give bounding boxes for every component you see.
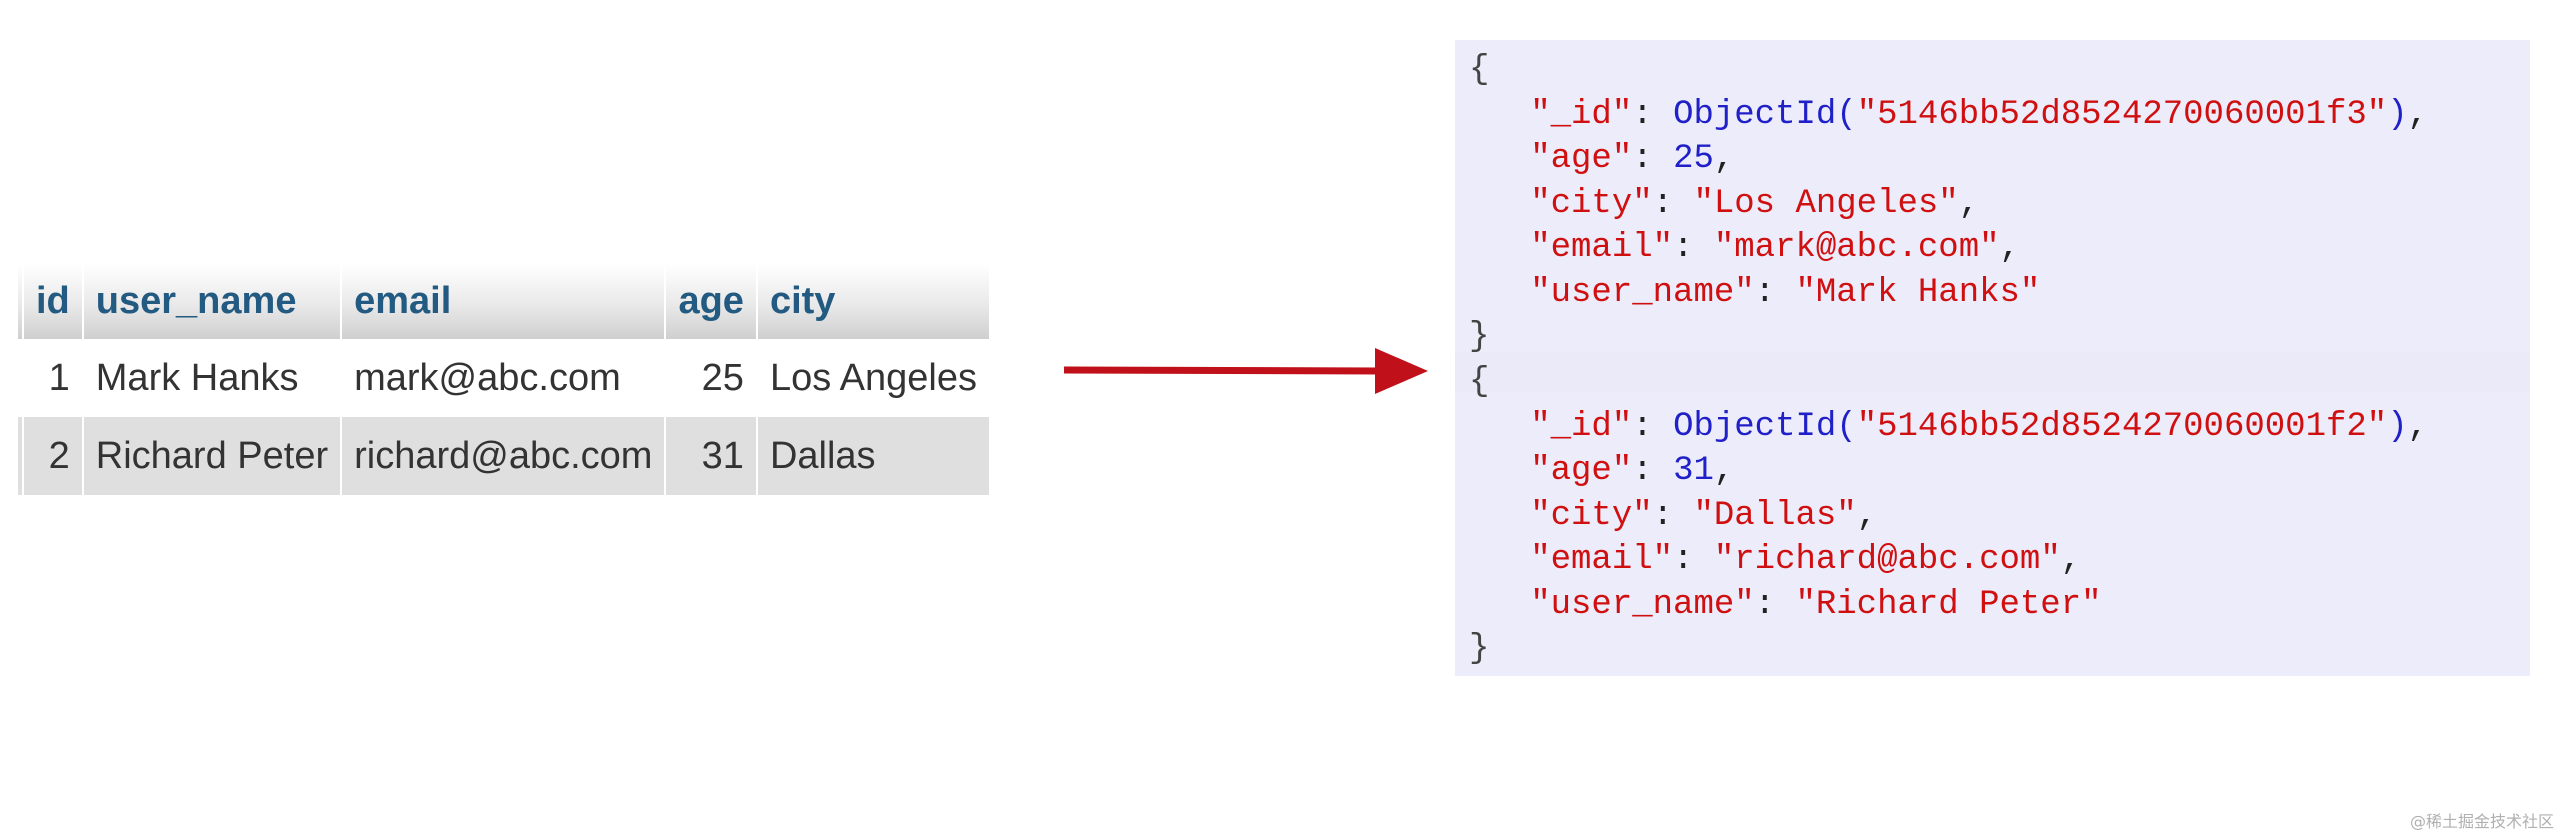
key-email: "email" [1530, 229, 1674, 267]
value-city: "Los Angeles" [1693, 184, 1959, 223]
open-brace: { [1469, 363, 1490, 401]
cell-age: 31 [665, 417, 758, 495]
value-id: "5146bb52d8524270060001f2" [1856, 407, 2388, 446]
value-age: 25 [1673, 140, 1714, 178]
column-header-email[interactable]: email [341, 264, 667, 339]
value-user-name: "Mark Hanks" [1795, 273, 2041, 312]
value-email: "richard@abc.com" [1713, 541, 2061, 579]
cell-id: 2 [23, 417, 84, 495]
table-row: 1 Mark Hanks mark@abc.com 25 Los Angeles [18, 339, 992, 417]
value-city: "Dallas" [1693, 496, 1857, 535]
cell-email: richard@abc.com [341, 417, 667, 495]
close-brace: } [1469, 630, 1490, 668]
key-id: "_id" [1530, 95, 1633, 134]
documents-panel: { "_id": ObjectId("5146bb52d852427006000… [1455, 40, 2530, 676]
cell-id: 1 [23, 339, 84, 417]
close-brace: } [1469, 318, 1490, 356]
value-id: "5146bb52d8524270060001f3" [1856, 95, 2388, 134]
key-user-name: "user_name" [1530, 273, 1755, 312]
open-brace: { [1469, 51, 1490, 89]
column-header-user-name[interactable]: user_name [82, 264, 343, 339]
objectid-function: ObjectId [1673, 95, 1837, 134]
key-city: "city" [1530, 184, 1653, 223]
cell-user-name: Richard Peter [82, 417, 343, 495]
key-email: "email" [1530, 541, 1674, 579]
row-edge [18, 417, 24, 495]
row-edge [18, 339, 24, 417]
key-age: "age" [1530, 140, 1633, 178]
cell-age: 25 [665, 339, 758, 417]
document-separator [1455, 352, 2530, 392]
cell-city: Los Angeles [756, 339, 992, 417]
users-table: id user_name email age city 1 Mark Hanks… [18, 264, 992, 495]
column-header-city[interactable]: city [756, 264, 992, 339]
cell-email: mark@abc.com [341, 339, 667, 417]
header-edge [18, 264, 24, 339]
document-1: { "_id": ObjectId("5146bb52d852427006000… [1469, 51, 2429, 356]
value-user-name: "Richard Peter" [1795, 585, 2102, 624]
arrow-head [1375, 348, 1428, 394]
conversion-arrow [1063, 348, 1428, 394]
key-user-name: "user_name" [1530, 585, 1755, 624]
watermark: @稀土掘金技术社区 [2409, 812, 2554, 831]
key-city: "city" [1530, 496, 1653, 535]
document-2: { "_id": ObjectId("5146bb52d852427006000… [1469, 363, 2429, 668]
cell-user-name: Mark Hanks [82, 339, 343, 417]
cell-city: Dallas [756, 417, 992, 495]
key-age: "age" [1530, 452, 1633, 490]
key-id: "_id" [1530, 407, 1633, 446]
objectid-function: ObjectId [1673, 407, 1837, 446]
table-row: 2 Richard Peter richard@abc.com 31 Dalla… [18, 417, 992, 495]
column-header-age[interactable]: age [665, 264, 758, 339]
value-age: 31 [1673, 452, 1714, 490]
arrow-shaft [1063, 366, 1383, 375]
column-header-id[interactable]: id [23, 264, 84, 339]
value-email: "mark@abc.com" [1713, 229, 2000, 267]
table-header-row: id user_name email age city [18, 264, 992, 339]
